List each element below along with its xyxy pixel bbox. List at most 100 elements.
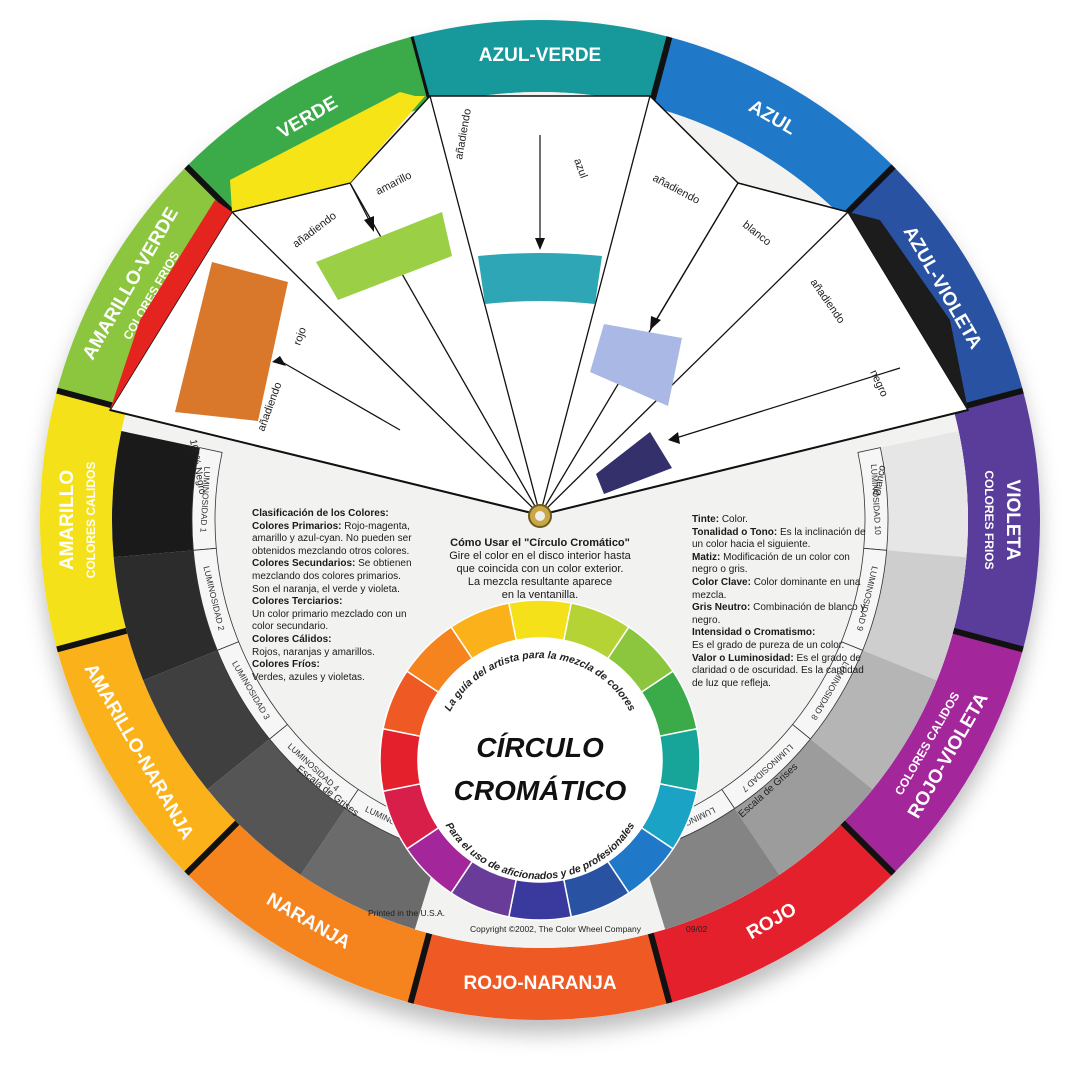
ring-sublabel: COLORES FRIOS — [982, 470, 996, 569]
window-line — [539, 95, 651, 516]
ring-segment-naranja[interactable] — [186, 822, 430, 1003]
intensidad-title: Intensidad o Cromatismo: — [692, 627, 816, 639]
swatch-teal — [478, 253, 602, 304]
luminosity-label: LUMINOSIDAD 10 — [869, 464, 883, 536]
gris-title: Gris Neutro: — [692, 602, 751, 614]
frios-title: Colores Fríos: — [252, 659, 320, 671]
ring-sublabel: COLORES CALIDOS — [84, 462, 98, 579]
window-red — [110, 200, 232, 410]
tonalidad-title: Tonalidad o Tono: — [692, 526, 778, 538]
valor-text: Es el grado de claridad o de oscuridad. … — [692, 652, 864, 689]
arrow-head — [668, 432, 680, 444]
mixing-window: añadiendo azul añadiendo amarillo añadie… — [108, 92, 970, 516]
window-line — [231, 182, 351, 213]
gray-swatch — [734, 739, 873, 875]
ring-segment-rojo-violeta[interactable] — [842, 630, 1023, 874]
ring-divider — [647, 932, 673, 1004]
ring-segment-violeta[interactable] — [953, 390, 1041, 650]
arrow — [349, 182, 371, 223]
tonalidad-text: Es la inclinación de un color hacia el s… — [692, 526, 866, 551]
ring-divider — [647, 36, 673, 108]
ring-divider — [840, 820, 896, 876]
inner-ring-segment[interactable] — [507, 599, 573, 642]
ring-segment-rojo[interactable] — [650, 822, 894, 1003]
tinte-title: Tinte: — [692, 514, 720, 525]
inner-ring-segment[interactable] — [658, 727, 701, 793]
terciarios-title: Colores Terciarios: — [252, 596, 343, 608]
gray-swatch — [113, 550, 218, 681]
swatch-navy — [596, 432, 672, 494]
primarios-title: Colores Primarios: — [252, 520, 342, 532]
how-to-line-4: en la ventanilla. — [501, 589, 579, 601]
ring-segment-amarillo-verde[interactable] — [57, 166, 238, 410]
gray-swatch — [641, 808, 780, 930]
classification-text: Clasificación de los Colores: Colores Pr… — [252, 508, 412, 684]
gray-swatch — [810, 650, 937, 790]
copyright-text: Copyright ©2002, The Color Wheel Company — [470, 924, 642, 934]
window-line — [539, 409, 969, 516]
inner-ring-segment[interactable] — [450, 602, 518, 660]
classification-heading: Clasificación de los Colores: — [252, 508, 389, 519]
ring-segment-azul[interactable] — [650, 37, 894, 218]
how-to-title: Cómo Usar el "Círculo Cromático" — [450, 537, 630, 549]
terciarios-text: Un color primario mezclado con un color … — [252, 608, 407, 633]
gray-swatch — [300, 808, 439, 930]
frios-text: Verdes, azules y violetas. — [252, 671, 365, 683]
how-to-line-1: Gire el color en el disco interior hasta — [449, 550, 631, 562]
ring-label-azul-verde: AZUL-VERDE — [479, 45, 601, 66]
window-line — [737, 182, 849, 213]
how-to-line-3: La mezcla resultante aparece — [467, 576, 613, 588]
gray-swatch — [112, 431, 200, 558]
tinte-text: Color. — [721, 514, 748, 525]
gray-swatch — [207, 739, 346, 875]
ring-segment-amarillo[interactable] — [39, 390, 127, 650]
arrow — [675, 367, 901, 439]
gris-text: Combinación de blanco y negro. — [692, 602, 866, 626]
clave-title: Color Clave: — [692, 576, 751, 588]
center-white — [418, 638, 662, 882]
inner-ring-segment[interactable] — [507, 878, 573, 921]
arrow-head — [272, 356, 286, 366]
window-line — [231, 211, 541, 516]
arrow — [281, 361, 401, 431]
ring-divider — [184, 164, 240, 220]
arrow — [655, 182, 739, 321]
ring-divider — [56, 627, 128, 653]
matiz-text: Modificación de un color con negro o gri… — [692, 551, 850, 576]
outer-color-ring[interactable] — [39, 19, 1041, 1020]
ring-segment-rojo-naranja[interactable] — [410, 933, 670, 1020]
window-line — [429, 95, 541, 516]
label-rojo: rojo — [292, 326, 310, 347]
inner-ring-segment[interactable] — [379, 727, 422, 793]
gray-swatch — [880, 431, 968, 558]
ring-divider — [952, 627, 1024, 653]
ring-segment-azul-violeta[interactable] — [842, 166, 1023, 410]
swatch-lavender — [590, 324, 682, 406]
ring-segment-azul-verde[interactable] — [410, 19, 670, 107]
ring-label-violeta: VIOLETA — [1002, 480, 1023, 561]
window-yellow — [230, 92, 425, 212]
ring-divider — [184, 820, 240, 876]
gray-swatch — [862, 550, 967, 681]
intensidad-text: Es el grado de pureza de un color. — [692, 639, 845, 651]
secundarios-text: Se obtienen mezclando dos colores primar… — [252, 558, 412, 595]
how-to-use-text: Cómo Usar el "Círculo Cromático" Gire el… — [432, 537, 648, 602]
inner-color-ring[interactable] — [379, 599, 701, 921]
printed-text: Printed in the U.S.A. — [368, 908, 445, 918]
arrow-head — [650, 316, 661, 330]
window-black — [848, 212, 968, 410]
gray-label-cell — [191, 447, 223, 551]
gray-swatch — [143, 650, 270, 790]
calidos-title: Colores Cálidos: — [252, 633, 332, 645]
window-line — [539, 211, 849, 516]
center-title-1: CÍRCULO — [476, 732, 604, 763]
ring-label-amarillo: AMARILLO — [57, 470, 78, 570]
arrow-head — [535, 238, 545, 250]
primarios-text: Rojo-magenta, amarillo y azul-cyan. No p… — [252, 520, 412, 557]
ring-segment-amarillo-naranja[interactable] — [57, 630, 238, 874]
ring-label-rojo-naranja: ROJO-NARANJA — [463, 973, 616, 994]
